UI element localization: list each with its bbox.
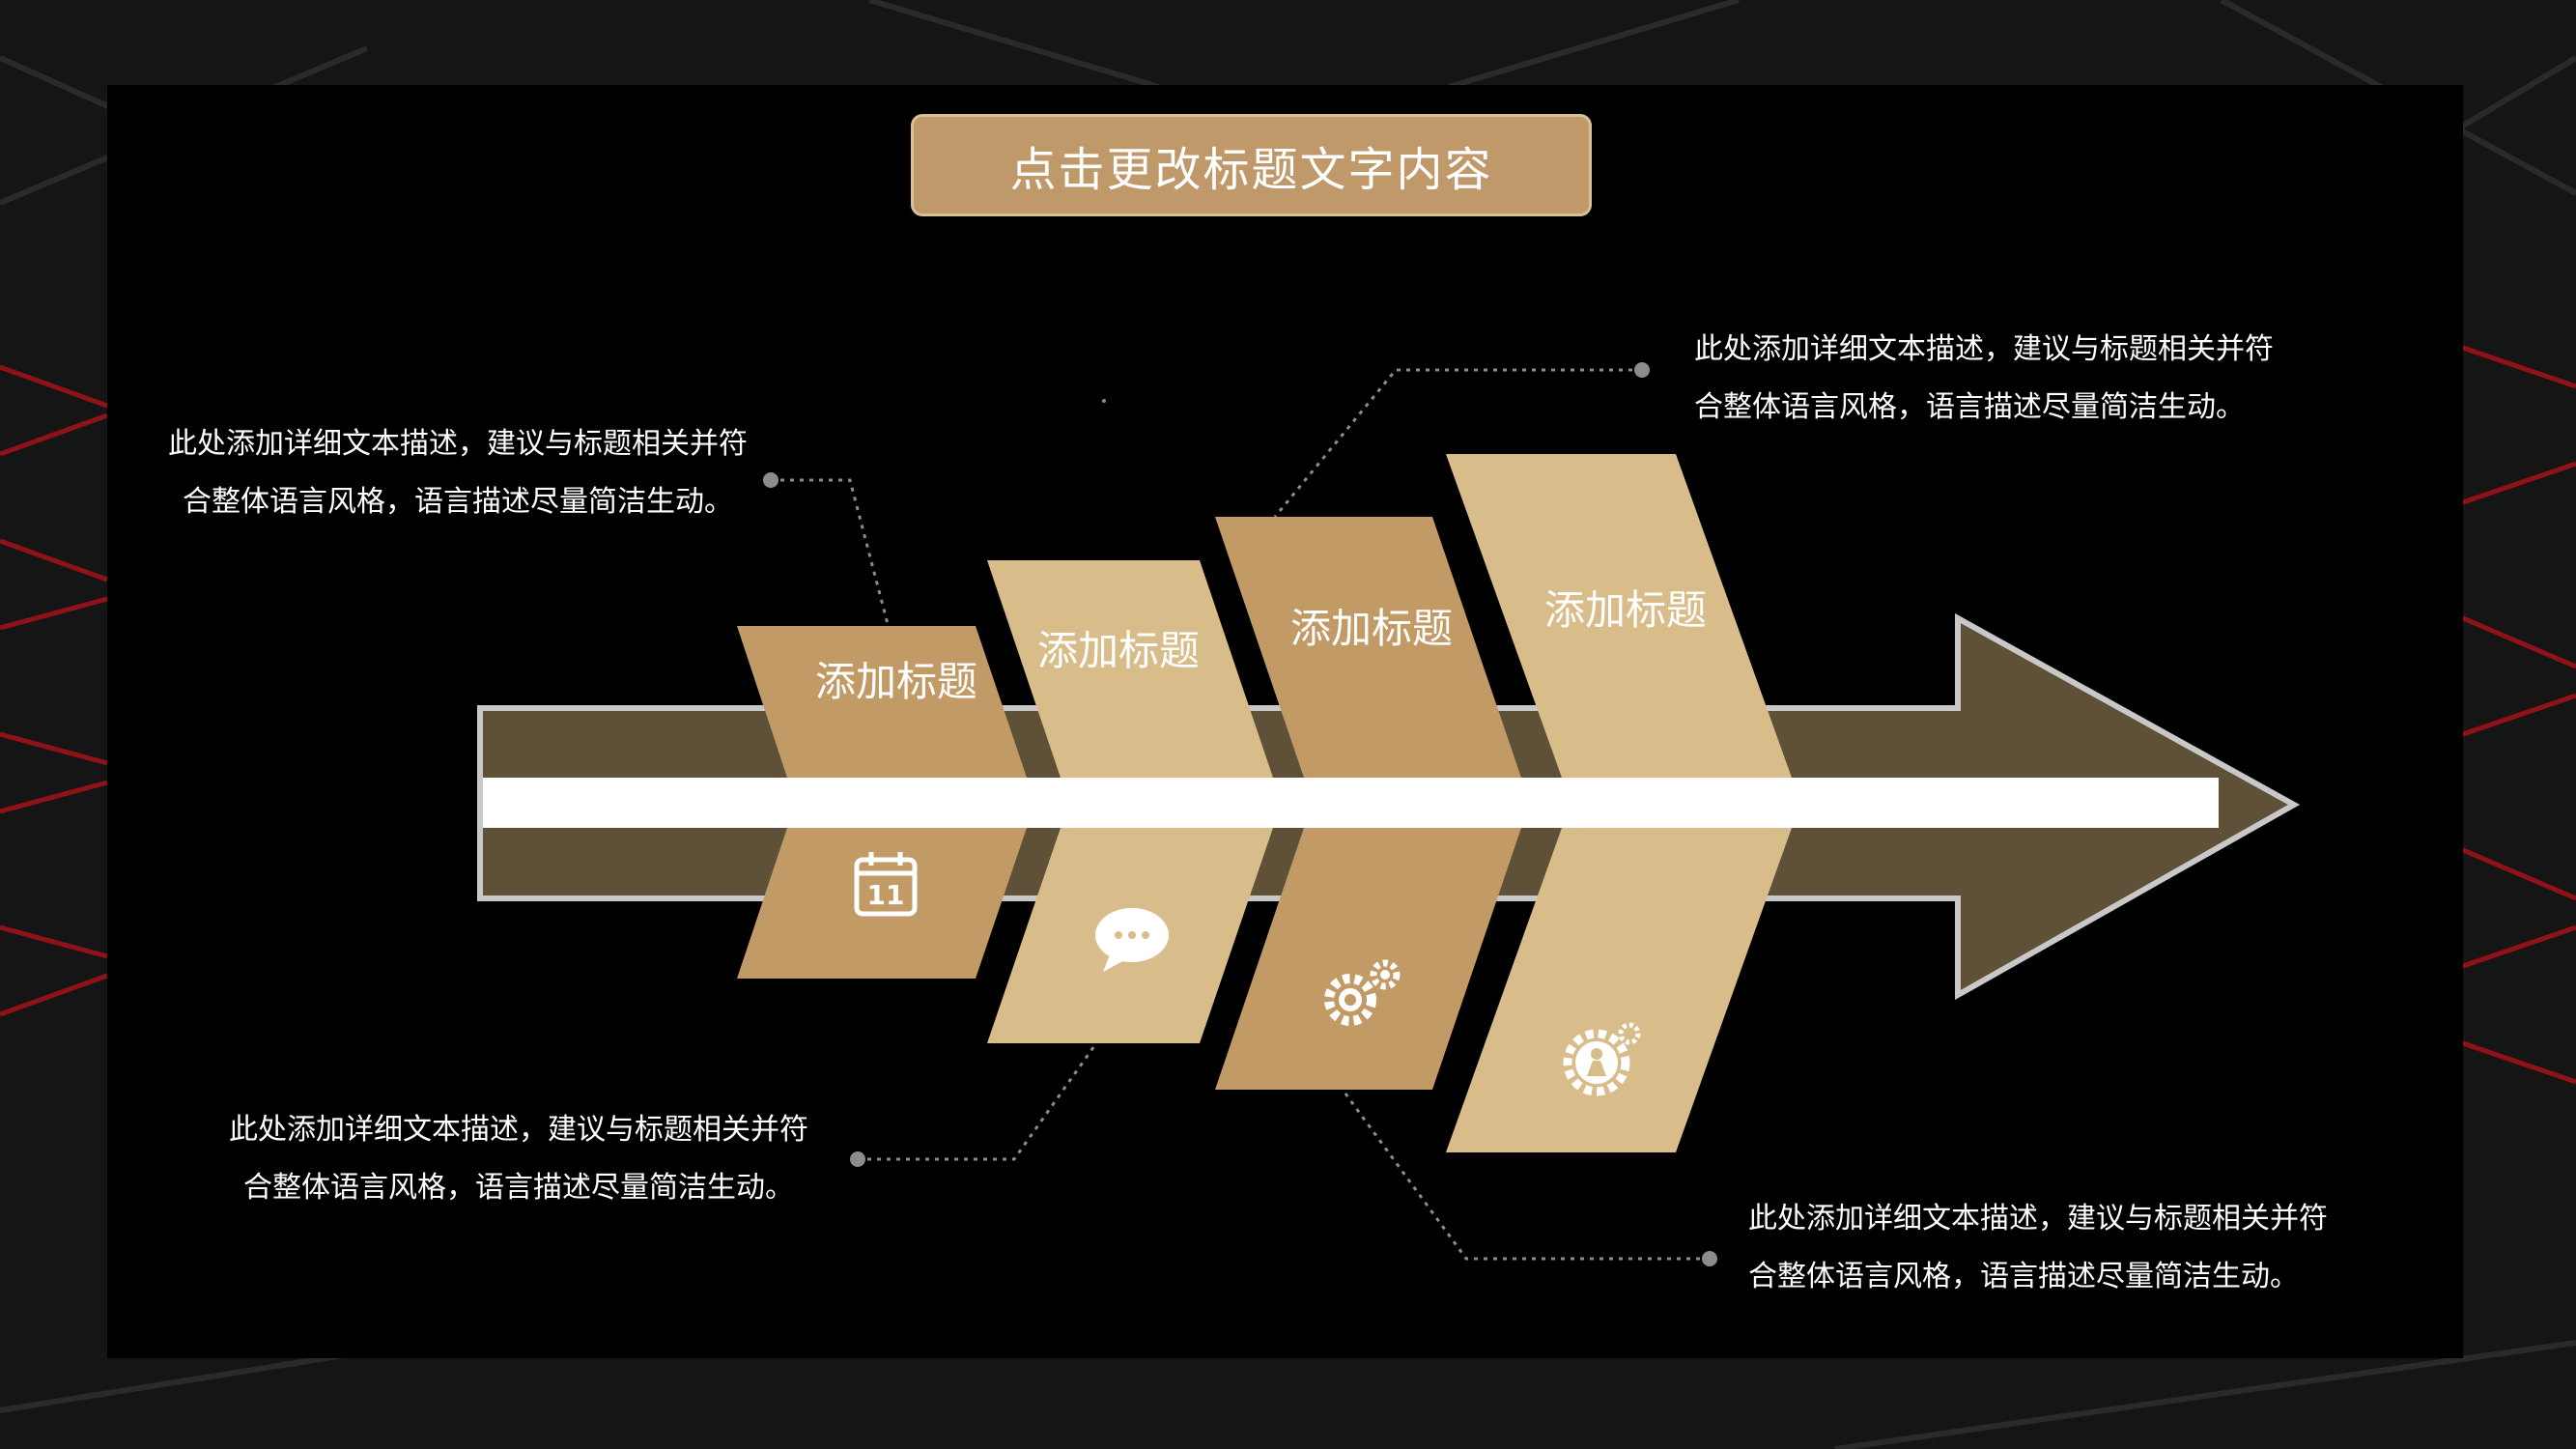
- decorative-dot: [1102, 399, 1106, 403]
- chevron-item-1[interactable]: 添加标题 11: [737, 626, 1027, 979]
- description-1: 此处添加详细文本描述，建议与标题相关并符 合整体语言风格，语言描述尽量简洁生动。: [129, 415, 786, 531]
- chevron-label-3[interactable]: 添加标题: [1290, 605, 1453, 652]
- arrow-highlight-bar: [483, 778, 2219, 828]
- calendar-icon-number: 11: [867, 879, 905, 911]
- description-4-line-1: 此处添加详细文本描述，建议与标题相关并符: [1748, 1202, 2328, 1236]
- chevron-top-2: [987, 560, 1273, 778]
- title-banner[interactable]: 点击更改标题文字内容: [911, 114, 1592, 216]
- connector-line-4: [1341, 1089, 1710, 1261]
- chevron-label-4[interactable]: 添加标题: [1544, 586, 1707, 634]
- chevron-item-2[interactable]: 添加标题: [987, 560, 1273, 1043]
- description-2: 此处添加详细文本描述，建议与标题相关并符 合整体语言风格，语言描述尽量简洁生动。: [1694, 321, 2274, 437]
- calendar-icon: 11: [854, 852, 918, 917]
- description-3-line-2: 合整体语言风格，语言描述尽量简洁生动。: [243, 1171, 794, 1205]
- description-1-line-1: 此处添加详细文本描述，建议与标题相关并符: [168, 427, 748, 461]
- connector-line-1: [771, 478, 894, 643]
- chevron-label-2[interactable]: 添加标题: [1037, 627, 1200, 674]
- person-gear-icon: [1563, 1022, 1641, 1096]
- connector-line-3: [858, 1042, 1098, 1161]
- description-3-line-1: 此处添加详细文本描述，建议与标题相关并符: [229, 1113, 808, 1147]
- chevron-top-3: [1215, 517, 1521, 778]
- description-4-line-2: 合整体语言风格，语言描述尽量简洁生动。: [1748, 1260, 2299, 1293]
- chevron-item-3[interactable]: 添加标题: [1215, 517, 1521, 1090]
- connector-dot-4: [1702, 1251, 1717, 1266]
- chevron-item-4[interactable]: 添加标题: [1446, 454, 1792, 1152]
- page-title: 点击更改标题文字内容: [1009, 143, 1493, 197]
- chevron-top-4: [1446, 454, 1792, 778]
- description-2-line-1: 此处添加详细文本描述，建议与标题相关并符: [1694, 332, 2274, 366]
- chevron-top-1: [737, 626, 1027, 778]
- chat-bubble-icon: [1095, 908, 1169, 972]
- description-3: 此处添加详细文本描述，建议与标题相关并符 合整体语言风格，语言描述尽量简洁生动。: [190, 1101, 847, 1217]
- description-4: 此处添加详细文本描述，建议与标题相关并符 合整体语言风格，语言描述尽量简洁生动。: [1748, 1190, 2328, 1306]
- description-1-line-2: 合整体语言风格，语言描述尽量简洁生动。: [183, 485, 733, 519]
- chevron-bottom-3: [1215, 828, 1521, 1090]
- chevron-bottom-1: [737, 828, 1027, 979]
- chevron-label-1[interactable]: 添加标题: [815, 658, 977, 705]
- connector-dot-1: [763, 472, 778, 488]
- connector-dot-2: [1634, 362, 1650, 378]
- connector-dot-3: [850, 1151, 865, 1167]
- chevron-bottom-4: [1446, 828, 1792, 1152]
- description-2-line-2: 合整体语言风格，语言描述尽量简洁生动。: [1694, 390, 2245, 424]
- gears-icon: [1324, 959, 1401, 1026]
